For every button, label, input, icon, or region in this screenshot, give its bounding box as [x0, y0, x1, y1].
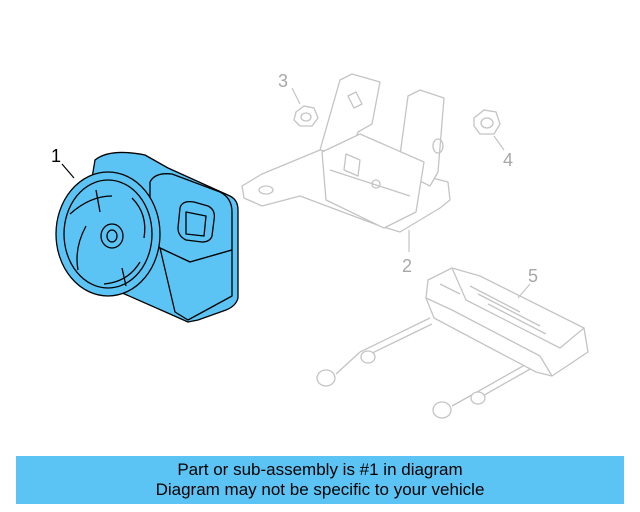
callout-4: 4	[503, 150, 513, 170]
callout-2: 2	[402, 256, 412, 276]
callout-1: 1	[51, 146, 61, 166]
callout-3: 3	[278, 71, 288, 91]
info-banner: Part or sub-assembly is #1 in diagram Di…	[16, 456, 624, 504]
parts-diagram: 1 2 3 4	[51, 71, 589, 419]
part-5-module[interactable]	[316, 267, 589, 419]
callout-5: 5	[528, 266, 538, 286]
part-3-nut[interactable]	[293, 105, 319, 127]
part-4-nut[interactable]	[473, 109, 501, 135]
banner-line-1: Part or sub-assembly is #1 in diagram	[177, 460, 463, 479]
part-2-bracket[interactable]	[241, 73, 451, 233]
banner-line-2: Diagram may not be specific to your vehi…	[155, 480, 485, 499]
part-1-horn[interactable]	[55, 151, 239, 323]
